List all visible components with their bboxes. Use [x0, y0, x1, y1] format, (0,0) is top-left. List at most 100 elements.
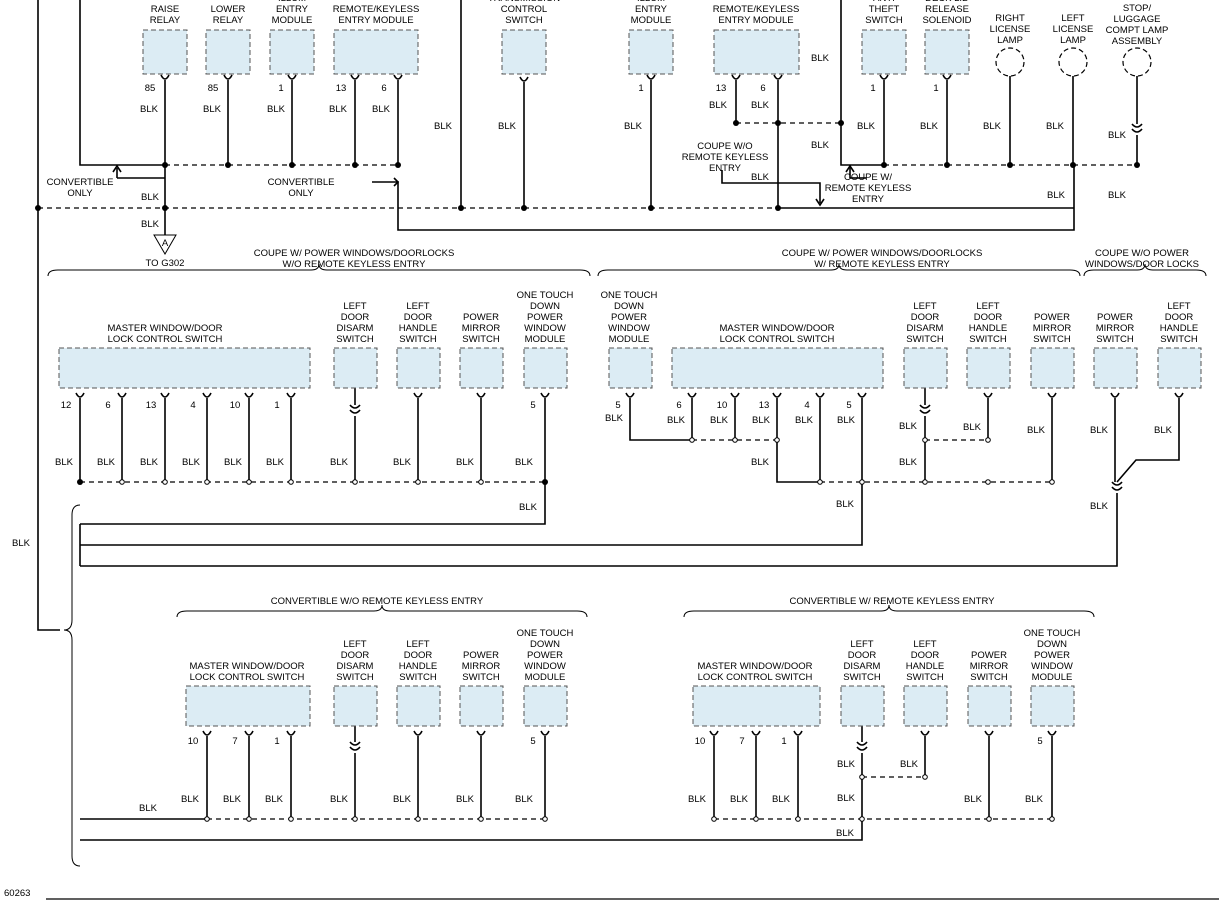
component-label: COMPT LAMP	[1106, 25, 1169, 36]
wire-color-label: BLK	[837, 415, 856, 426]
component-label: LEFT	[850, 639, 873, 650]
wire-color-label: BLK	[837, 793, 856, 804]
splice-dot	[944, 162, 950, 168]
splice-dot	[795, 816, 801, 822]
splice-dot	[922, 479, 928, 485]
component-label: LEFT	[343, 639, 366, 650]
component-label: SWITCH	[865, 15, 903, 26]
splice-dot	[985, 479, 991, 485]
terminal-icon	[730, 392, 740, 398]
component-label: MODULE	[631, 15, 672, 26]
terminal-icon	[202, 392, 212, 398]
splice-dot	[859, 816, 865, 822]
splice-dot	[1049, 479, 1055, 485]
component-label: LEFT	[406, 301, 429, 312]
component-label: POWER	[611, 312, 647, 323]
terminal-icon	[393, 74, 403, 80]
component-label: ILLUM	[637, 0, 665, 4]
wire	[629, 398, 692, 441]
splice-dot	[1070, 162, 1076, 168]
pin-number: 7	[739, 736, 744, 747]
wire-color-label: BLK	[181, 794, 200, 805]
component-label: POWER	[527, 650, 563, 661]
wire-color-label: BLK	[751, 172, 770, 183]
wire-color-label: BLK	[140, 104, 159, 115]
component-box	[671, 347, 884, 389]
terminal-icon	[519, 76, 529, 82]
pin-number: 10	[717, 400, 728, 411]
splice-dot	[732, 437, 738, 443]
wire-color-label: BLK	[140, 457, 159, 468]
connector-icon	[1131, 123, 1143, 128]
component-label: DOOR	[341, 650, 370, 661]
splice-dot	[859, 774, 865, 780]
bus-wire	[79, 0, 165, 166]
component-label: DOOR	[911, 312, 940, 323]
wire-color-label: BLK	[836, 499, 855, 510]
terminal-icon	[244, 392, 254, 398]
terminal-icon	[942, 74, 952, 80]
terminal-icon	[793, 730, 803, 736]
component-label: LEFT	[1167, 301, 1190, 312]
wire-color-label: BLK	[267, 104, 286, 115]
component-label: LEFT	[406, 639, 429, 650]
wire-color-label: BLK	[224, 457, 243, 468]
component-box	[523, 685, 568, 727]
terminal-icon	[815, 392, 825, 398]
pin-number: 5	[530, 736, 535, 747]
component-label: MIRROR	[1033, 323, 1072, 334]
component-box	[1093, 347, 1138, 389]
connector-icon	[1111, 486, 1123, 491]
note-label: CONVERTIBLE	[47, 177, 114, 188]
component-label: LUGGAGE	[1114, 14, 1161, 25]
arrow-icon	[845, 164, 855, 173]
wire	[1116, 398, 1180, 483]
terminal-icon	[117, 392, 127, 398]
splice-dot	[986, 816, 992, 822]
splice-dot	[542, 479, 548, 485]
component-box	[58, 347, 311, 389]
component-label: SWITCH	[336, 334, 374, 345]
section-title: COUPE W/ POWER WINDOWS/DOORLOCKS	[782, 248, 983, 259]
component-label: MIRROR	[970, 661, 1009, 672]
section-braces	[47, 263, 1207, 867]
note-label: ENTRY	[709, 163, 742, 174]
component-box	[269, 29, 315, 75]
component-label: SWITCH	[906, 672, 944, 683]
splice-dot	[288, 479, 294, 485]
pin-number: 6	[381, 83, 386, 94]
wire-color-label: BLK	[266, 457, 285, 468]
wire-color-label: BLK	[498, 121, 517, 132]
components	[58, 29, 1202, 727]
connector-icon	[919, 404, 931, 409]
wire-color-label: BLK	[752, 415, 771, 426]
connector-icon	[856, 746, 868, 751]
splice-dot	[288, 816, 294, 822]
component-box	[903, 685, 948, 727]
bus-wire	[840, 0, 884, 166]
section-brace	[683, 604, 1095, 618]
component-box	[1030, 347, 1075, 389]
splice-dot	[162, 162, 168, 168]
component-box	[1030, 685, 1075, 727]
component-label: WINDOW	[1031, 661, 1073, 672]
splice-dot	[922, 437, 928, 443]
terminal-icon	[350, 74, 360, 80]
terminal-icon	[540, 730, 550, 736]
splice-dot	[922, 774, 928, 780]
lamp-icon	[1058, 47, 1088, 77]
terminal-icon	[751, 730, 761, 736]
splice-dot	[775, 205, 781, 211]
component-box	[501, 29, 547, 75]
connector-icon	[349, 746, 361, 751]
component-label: ANTI	[873, 0, 895, 4]
component-label: LOCK CONTROL SWITCH	[190, 672, 305, 683]
component-label: MASTER WINDOW/DOOR	[107, 323, 222, 334]
pin-number: 7	[232, 736, 237, 747]
component-label: POWER	[463, 650, 499, 661]
pin-number: 13	[759, 400, 770, 411]
terminal-icon	[646, 74, 656, 80]
terminal-icon	[773, 74, 783, 80]
component-label: LEFT	[913, 639, 936, 650]
